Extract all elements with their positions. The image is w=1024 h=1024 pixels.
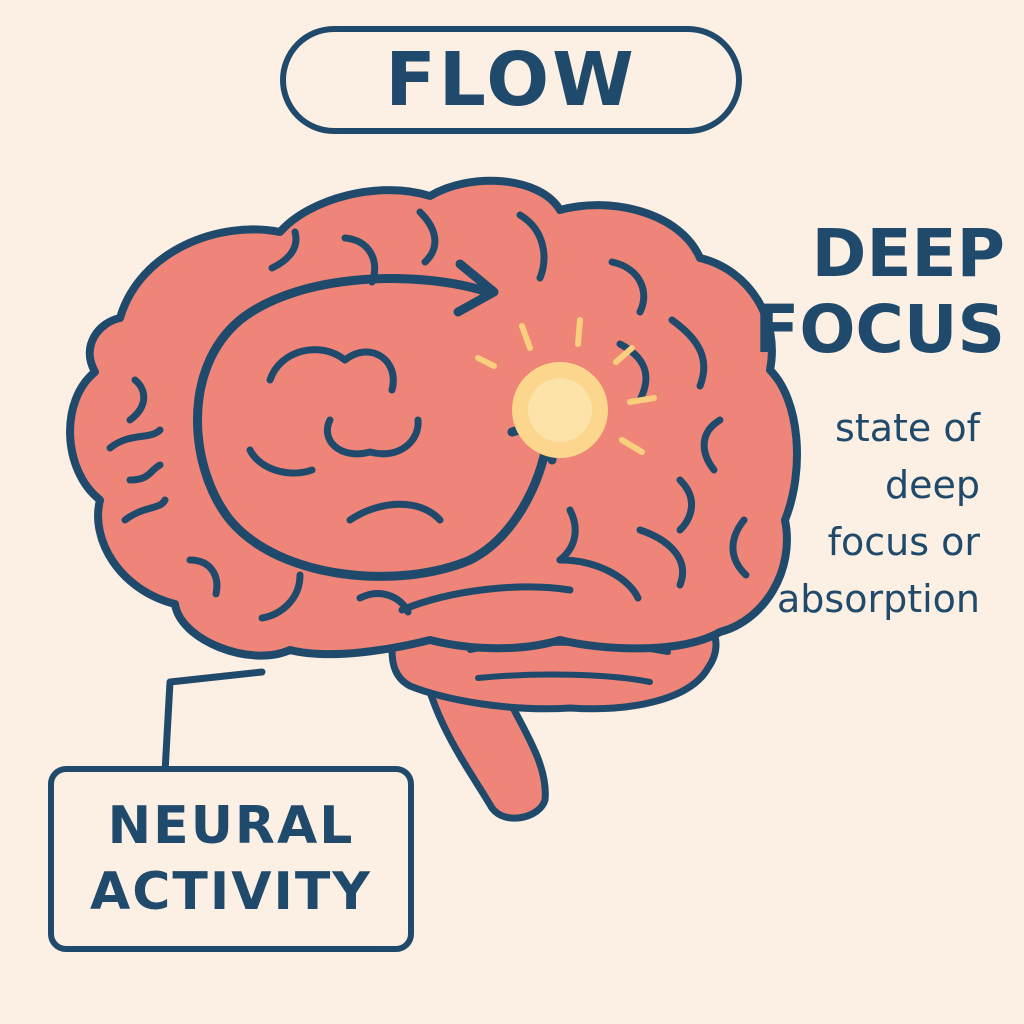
curved-arrow-icon bbox=[193, 274, 553, 581]
brain-fold bbox=[700, 416, 724, 474]
brain-fold bbox=[398, 583, 574, 614]
brain-fold bbox=[676, 476, 696, 534]
deep-focus-description: state of deep focus or absorption bbox=[740, 400, 980, 628]
description-line: state of bbox=[835, 406, 980, 450]
deep-focus-heading-line: DEEP bbox=[811, 215, 1005, 292]
brain-fold bbox=[121, 496, 169, 524]
brain-fold bbox=[126, 461, 164, 484]
glowing-spark-icon bbox=[475, 317, 657, 458]
deep-focus-heading: DEEP FOCUS bbox=[735, 216, 1005, 368]
brain-fold bbox=[346, 500, 444, 524]
brain-fold bbox=[636, 526, 687, 589]
description-line: absorption bbox=[777, 577, 980, 621]
brain-fold bbox=[516, 211, 548, 282]
brain-fold bbox=[729, 516, 750, 579]
title-text: FLOW bbox=[385, 37, 637, 123]
neural-activity-label-line: ACTIVITY bbox=[90, 862, 372, 922]
neural-activity-box: NEURAL ACTIVITY bbox=[48, 766, 414, 952]
brain-fold bbox=[416, 208, 439, 266]
description-line: focus or bbox=[827, 520, 980, 564]
brain-fold bbox=[556, 556, 642, 602]
brain-fold bbox=[266, 346, 397, 394]
brain-fold bbox=[668, 316, 708, 390]
cerebellum-fold bbox=[475, 671, 653, 685]
description-line: deep bbox=[885, 463, 980, 507]
brain-fold bbox=[268, 228, 300, 272]
brain-fold bbox=[186, 556, 221, 598]
brain-fold bbox=[608, 258, 648, 316]
brain-fold bbox=[258, 571, 304, 622]
arrow-head-top bbox=[453, 259, 499, 317]
brain-fold bbox=[556, 506, 579, 564]
deep-focus-heading-line: FOCUS bbox=[754, 291, 1005, 368]
connector-line bbox=[161, 668, 266, 776]
brain-fold bbox=[323, 416, 422, 458]
brain-fold bbox=[246, 446, 316, 477]
neural-activity-label-line: NEURAL bbox=[107, 796, 355, 856]
brain-fold bbox=[126, 376, 148, 424]
brain-fold bbox=[106, 426, 164, 452]
title-banner: FLOW bbox=[280, 26, 742, 134]
